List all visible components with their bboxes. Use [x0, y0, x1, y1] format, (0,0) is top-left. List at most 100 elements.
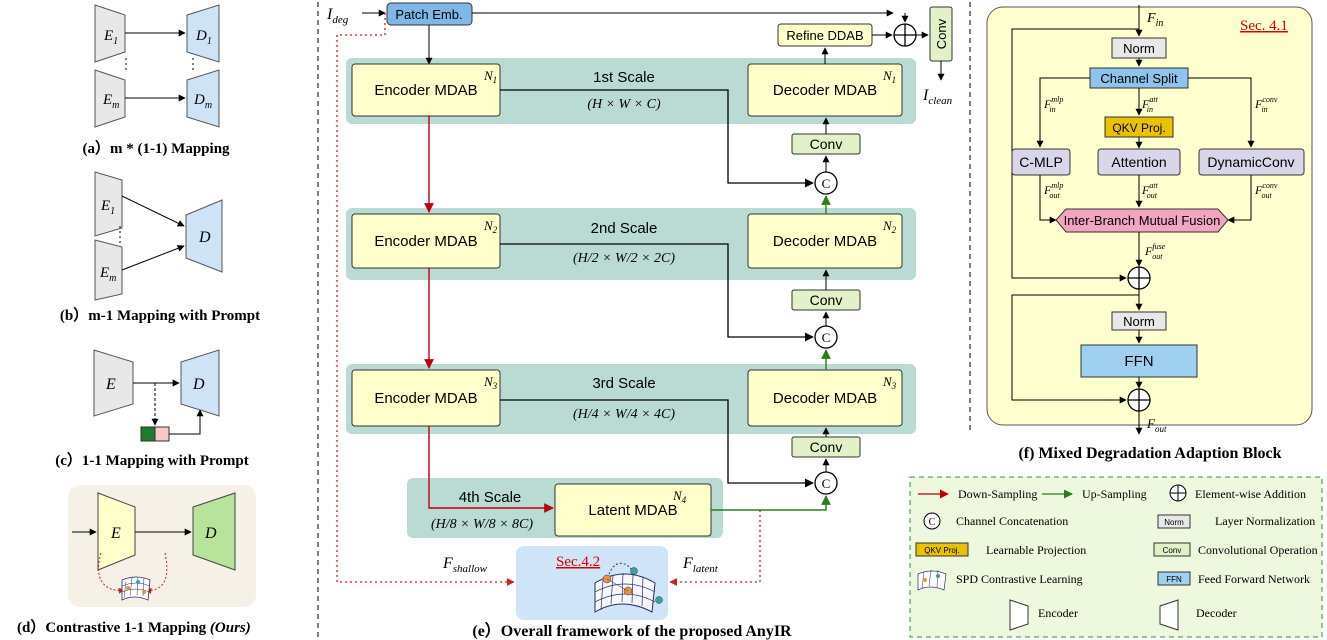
- ffn-label: FFN: [1124, 353, 1153, 370]
- svg-text:QKV Proj.: QKV Proj.: [924, 546, 960, 555]
- qkv-projection-label: QKV Proj.: [1112, 121, 1165, 135]
- decoder-dm-label: Dm: [193, 92, 212, 111]
- decoder-shape: [185, 199, 223, 273]
- concat-symbol-3: C: [814, 471, 838, 495]
- panel-d-caption: (d）Contrastive 1-1 Mapping (Ours): [17, 618, 251, 636]
- c-mlp-label: C-MLP: [1019, 154, 1063, 170]
- c-mlp-block: [1011, 148, 1071, 176]
- panel-a-caption: (a）m * (1-1) Mapping: [82, 139, 230, 157]
- input-label: Ideg: [326, 6, 349, 26]
- encoder-shape: [97, 492, 136, 571]
- legend-concat-icon: C: [923, 512, 941, 530]
- output-label: Iclean: [922, 87, 953, 107]
- decoder-d1-shape: [186, 4, 220, 63]
- legend-element-wise-addition: Element-wise Addition: [1195, 487, 1306, 501]
- legend-layer-normalization: Layer Normalization: [1215, 514, 1315, 528]
- panel-d: E D (d）Contrastive 1-1 Mapping (Ours): [17, 485, 256, 636]
- fusion-label: Inter-Branch Mutual Fusion: [1064, 213, 1221, 228]
- decoder-label: D: [204, 525, 217, 542]
- conv-block-1-label: Conv: [810, 136, 843, 152]
- legend-qkv-icon: [915, 542, 969, 557]
- scale-1-dims: (H × W × C): [587, 97, 661, 112]
- legend-spd-contrastive: SPD Contrastive Learning: [956, 572, 1083, 586]
- svg-text:C: C: [822, 176, 831, 191]
- encoder-e1-label: E1: [100, 198, 115, 217]
- decoder-shape: [192, 492, 236, 571]
- encoder-mdab-3-count: N3: [483, 374, 498, 391]
- legend-down-sampling: Down-Sampling: [958, 487, 1037, 501]
- legend-encoder-icon: [1009, 599, 1029, 631]
- legend-spd-icon: [917, 569, 947, 591]
- attention-label: Attention: [1111, 154, 1166, 170]
- encoder-em-label: Em: [99, 265, 116, 284]
- encoder-em-shape: [94, 69, 126, 128]
- scale-4-dims: (H/8 × W/8 × 8C): [431, 517, 533, 532]
- decoder-dm-shape: [186, 69, 220, 128]
- encoder-e1-shape: [94, 171, 123, 237]
- svg-text:C: C: [929, 517, 936, 528]
- panel-a: E1 Em D1 Dm (a）m * (1-1) Mapping: [82, 4, 230, 157]
- legend-encoder: Encoder: [1038, 606, 1078, 620]
- panel-e: Ideg Patch Emb. Refine DDAB Conv Iclean …: [326, 2, 953, 640]
- f-latent-label: Flatent: [682, 555, 719, 575]
- decoder-mdab-2-label: Decoder MDAB: [773, 233, 877, 250]
- spd-manifold-icon: [594, 562, 663, 613]
- scale-1-title: 1st Scale: [593, 69, 655, 86]
- decoder-label: D: [192, 376, 205, 393]
- encoder-mdab-1-label: Encoder MDAB: [374, 82, 477, 99]
- encoder-mdab-3-label: Encoder MDAB: [374, 390, 477, 407]
- legend: Down-Sampling Up-Sampling Element-wise A…: [909, 476, 1323, 638]
- decoder-mdab-3-count: N3: [882, 374, 897, 391]
- encoder-mdab-2: [351, 213, 501, 269]
- scale-3-dims: (H/4 × W/4 × 4C): [573, 407, 675, 422]
- legend-add-icon: [1169, 484, 1187, 502]
- encoder-e1-label: E1: [103, 28, 118, 47]
- norm-2-label: Norm: [1123, 314, 1155, 329]
- decoder-mdab-1-count: N1: [882, 68, 896, 85]
- legend-feed-forward-network: Feed Forward Network: [1198, 572, 1310, 586]
- prompt-green-square: [140, 426, 156, 442]
- panel-c-caption: (c）1-1 Mapping with Prompt: [55, 451, 248, 469]
- channel-split-label: Channel Split: [1100, 71, 1178, 86]
- legend-up-sampling: Up-Sampling: [1082, 487, 1147, 501]
- encoder-em-shape: [94, 239, 123, 301]
- sec-4-1-link[interactable]: Sec. 4.1: [1240, 18, 1288, 34]
- decoder-mdab-3-label: Decoder MDAB: [773, 390, 877, 407]
- conv-block-2-label: Conv: [810, 292, 843, 308]
- encoder-em-label: Em: [102, 92, 119, 111]
- f-out-label: Fout: [1146, 416, 1167, 434]
- sec-4-2-link[interactable]: Sec.4.2: [556, 554, 600, 570]
- prompt-pink-square: [154, 426, 170, 442]
- scale-4-title: 4th Scale: [459, 489, 522, 506]
- panel-e-caption: (e）Overall framework of the proposed Any…: [472, 622, 792, 640]
- f-in-label: Fin: [1146, 11, 1163, 29]
- legend-norm-icon: [1157, 514, 1191, 529]
- panel-b-caption: (b）m-1 Mapping with Prompt: [60, 306, 260, 324]
- svg-text:C: C: [822, 330, 831, 345]
- dynamic-conv-label: DynamicConv: [1207, 154, 1294, 170]
- panel-c: E D (c）1-1 Mapping with Prompt: [55, 349, 249, 469]
- latent-mdab-count: N4: [672, 488, 687, 505]
- concat-symbol-2: C: [814, 325, 838, 349]
- conv-block-3-label: Conv: [810, 439, 843, 455]
- encoder-e1-shape: [94, 4, 126, 63]
- encoder-mdab-2-count: N2: [483, 218, 498, 235]
- svg-text:Conv: Conv: [1163, 546, 1182, 555]
- legend-ffn-icon: [1157, 571, 1191, 586]
- legend-learnable-projection: Learnable Projection: [986, 543, 1086, 557]
- encoder-mdab-1-count: N1: [483, 68, 497, 85]
- f-shallow-label: Fshallow: [442, 555, 488, 575]
- decoder-label: D: [198, 229, 211, 246]
- latent-mdab-label: Latent MDAB: [588, 502, 677, 519]
- encoder-mdab-2-label: Encoder MDAB: [374, 233, 477, 250]
- svg-text:Norm: Norm: [1164, 518, 1184, 527]
